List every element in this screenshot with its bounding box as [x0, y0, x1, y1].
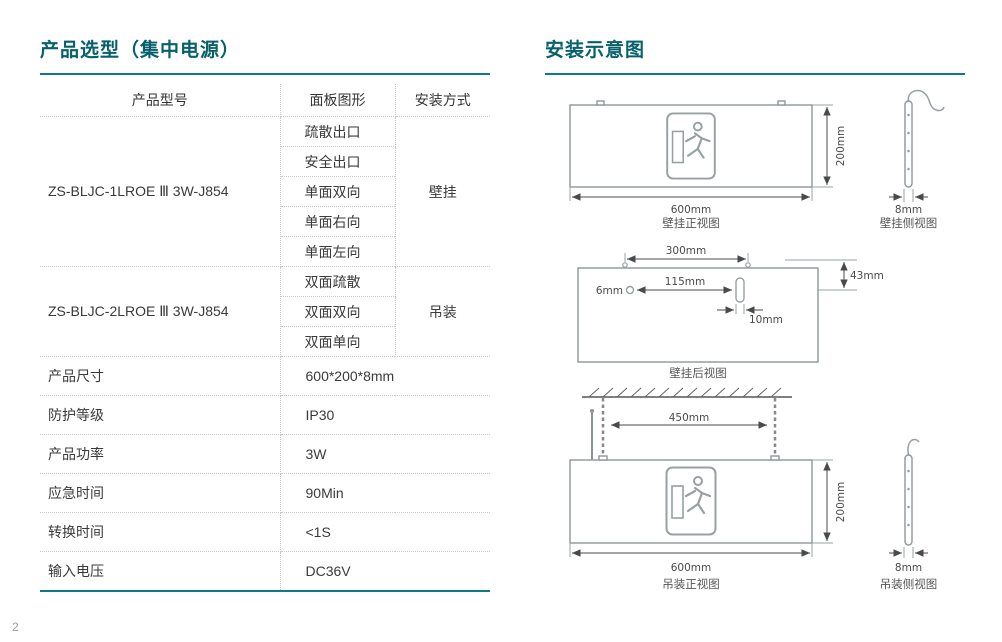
hanging-rod-icon [590, 409, 594, 413]
ceiling-side-width-dim-label: 8mm [895, 562, 922, 574]
mount-tab-icon [777, 100, 786, 106]
panel-graphic-cell: 双面单向 [280, 326, 395, 357]
spec-label-cell: 产品尺寸 [40, 356, 281, 396]
wall-rear-caption: 壁挂后视图 [669, 366, 727, 380]
panel-graphic-cell: 单面双向 [280, 176, 395, 207]
wall-rear-view-diagram: 300mm 6mm 115mm 10mm 43mm 壁挂后视图 [577, 245, 884, 380]
ceiling-front-caption: 吊装正视图 [662, 577, 720, 591]
table-row: 双面单向 [40, 326, 490, 357]
hanging-hook-icon [622, 262, 628, 268]
spec-label-cell: 防护等级 [40, 395, 281, 435]
wall-front-height-dim-label: 200mm [835, 126, 847, 167]
col-header-model: 产品型号 [40, 84, 281, 117]
section-title-product-selection: 产品选型（集中电源） [40, 40, 241, 61]
mount-type-cell: 壁挂 [394, 116, 490, 267]
panel-graphic-cell: 单面右向 [280, 206, 395, 237]
mount-tab-icon [770, 455, 780, 461]
spec-label-cell: 产品功率 [40, 434, 281, 474]
rear-slot-dim-label: 10mm [749, 314, 783, 326]
spec-label-cell: 转换时间 [40, 512, 281, 552]
ceiling-front-height-dim-label: 200mm [835, 482, 847, 523]
mount-type-cell: 吊装 [394, 266, 490, 357]
panel-graphic-cell: 双面疏散 [279, 266, 396, 297]
spec-label-cell: 应急时间 [40, 473, 281, 513]
spec-value-cell: 3W [279, 434, 490, 474]
wall-front-caption: 壁挂正视图 [662, 216, 720, 230]
wall-front-view-diagram: 200mm 600mm 壁挂正视图 [569, 100, 847, 230]
table-header-row: 产品型号 面板图形 安装方式 [40, 84, 490, 117]
mount-tab-icon [596, 100, 605, 106]
spec-label-cell: 输入电压 [40, 551, 281, 592]
col-header-mount-type: 安装方式 [394, 84, 490, 117]
product-selection-section: 产品选型（集中电源） 产品型号 面板图形 安装方式 ZS-BLJC-1LROE … [40, 38, 490, 592]
section-rule [545, 73, 965, 75]
rear-right-dim-label: 43mm [850, 270, 884, 282]
ceiling-side-view-diagram: 8mm 吊装侧视图 [880, 438, 938, 591]
panel-graphic-cell: 单面左向 [280, 236, 395, 267]
installation-diagram-section: 安装示意图 [545, 38, 965, 600]
spec-value-cell: IP30 [279, 395, 490, 435]
model-cell: ZS-BLJC-1LROE Ⅲ 3W-J854 [40, 116, 281, 267]
wall-side-view-diagram: 8mm 壁挂侧视图 [880, 89, 945, 230]
page-number: 2 [12, 620, 19, 634]
panel-graphic-cell: 双面双向 [280, 296, 395, 327]
spec-value-cell: 600*200*8mm [279, 356, 490, 396]
installation-diagrams: 200mm 600mm 壁挂正视图 8mm 壁挂侧视图 [569, 89, 945, 591]
rear-hole-dim-label: 6mm [596, 285, 623, 297]
spec-value-cell: <1S [279, 512, 490, 552]
model-cell: ZS-BLJC-2LROE Ⅲ 3W-J854 [40, 266, 281, 357]
col-header-panel-graphic: 面板图形 [279, 84, 396, 117]
power-cable-icon [907, 89, 945, 112]
table-row: 安全出口 [40, 146, 490, 177]
ceiling-side-caption: 吊装侧视图 [880, 577, 938, 591]
table-row: 单面双向 [40, 176, 490, 207]
hanging-wire-icon [907, 438, 920, 456]
wall-side-width-dim-label: 8mm [895, 204, 922, 216]
ceiling-front-view-diagram: 450mm 200mm 600mm 吊装正视图 [569, 387, 847, 591]
spec-value-cell: 90Min [279, 473, 490, 513]
keyhole-icon [625, 285, 635, 295]
spec-value-cell: DC36V [279, 551, 490, 592]
panel-graphic-cell: 疏散出口 [279, 116, 396, 147]
ceiling-front-width-dim-label: 600mm [671, 562, 712, 574]
rear-top-dim-label: 300mm [666, 245, 707, 257]
panel-graphic-cell: 安全出口 [280, 146, 395, 177]
rear-mid-dim-label: 115mm [665, 276, 706, 288]
mount-tab-icon [598, 455, 608, 461]
keyhole-slot-icon [735, 277, 745, 303]
hanging-hook-icon [745, 262, 751, 268]
section-title-installation: 安装示意图 [545, 40, 646, 61]
wall-side-caption: 壁挂侧视图 [880, 216, 938, 230]
wall-front-width-dim-label: 600mm [671, 204, 712, 216]
ceiling-hanger-dim-label: 450mm [669, 412, 710, 424]
spec-row: 转换时间<1S [40, 512, 490, 552]
ceiling-hatch-icon [582, 387, 792, 398]
section-rule [40, 73, 490, 75]
